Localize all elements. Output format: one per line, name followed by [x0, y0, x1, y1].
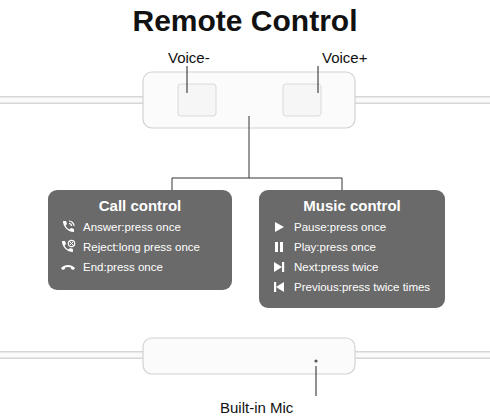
control-row: Previous:press twice times [271, 279, 433, 295]
control-text: Next:press twice [294, 260, 378, 275]
mic-hole [314, 359, 317, 362]
mic-label: Built-in Mic [220, 399, 293, 416]
control-row: End:press once [60, 259, 220, 275]
control-row: Answer:press once [60, 219, 220, 235]
music-control-panel: Music controlPause:press oncePlay:press … [259, 190, 445, 308]
control-icon [60, 239, 76, 255]
control-row: Pause:press once [271, 219, 433, 235]
control-text: Answer:press once [83, 220, 181, 235]
volume-up-button [283, 84, 321, 116]
leader-line [187, 66, 188, 93]
control-icon [271, 259, 287, 275]
control-text: Previous:press twice times [294, 280, 430, 295]
control-text: End:press once [83, 260, 163, 275]
control-text: Pause:press once [294, 220, 386, 235]
call-control-panel: Call controlAnswer:press onceReject:long… [48, 190, 232, 290]
bracket-line [342, 178, 343, 190]
control-text: Reject:long press once [83, 240, 200, 255]
bracket-line [249, 116, 250, 178]
button-label: Voice+ [322, 49, 367, 66]
bracket-line [172, 178, 342, 179]
control-text: Play:press once [294, 240, 376, 255]
volume-down-button [178, 84, 216, 116]
mic-housing [143, 338, 355, 374]
control-row: Next:press twice [271, 259, 433, 275]
bracket-line [172, 178, 173, 190]
title: Remote Control [0, 4, 490, 38]
control-icon [60, 259, 76, 275]
control-row: Reject:long press once [60, 239, 220, 255]
control-icon [271, 239, 287, 255]
panel-heading: Call control [60, 197, 220, 214]
control-row: Play:press once [271, 239, 433, 255]
button-label: Voice- [168, 49, 210, 66]
leader-line [316, 366, 317, 396]
control-icon [271, 279, 287, 295]
control-icon [271, 219, 287, 235]
control-icon [60, 219, 76, 235]
leader-line [318, 66, 319, 93]
panel-heading: Music control [271, 197, 433, 214]
